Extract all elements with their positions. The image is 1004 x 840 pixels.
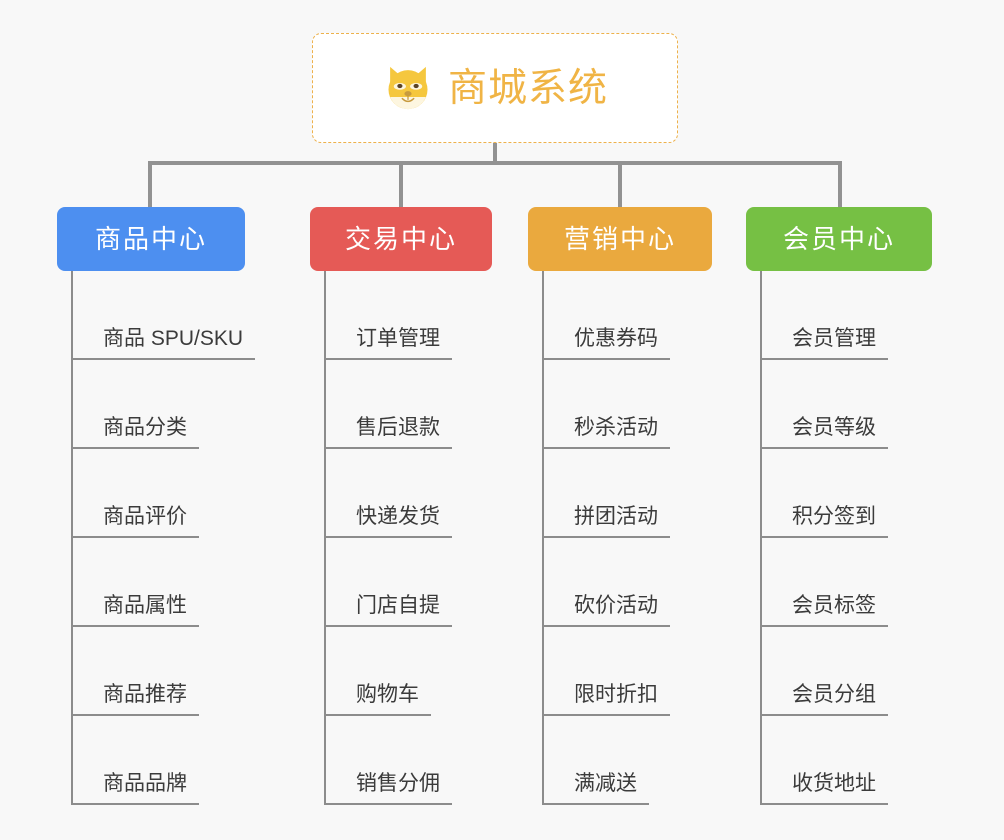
leaf-label: 收货地址 [762,772,888,805]
list-item[interactable]: 订单管理 [324,271,492,360]
list-item[interactable]: 会员等级 [760,360,932,449]
leaf-label: 砍价活动 [544,594,670,627]
leaf-list-3: 优惠券码 秒杀活动 拼团活动 砍价活动 限时折扣 满减送 [542,271,712,805]
list-item[interactable]: 收货地址 [760,716,932,805]
list-item[interactable]: 购物车 [324,627,492,716]
connector-drop-2 [399,161,403,207]
category-header-3[interactable]: 营销中心 [528,207,712,271]
leaf-label: 积分签到 [762,505,888,538]
list-item[interactable]: 会员分组 [760,627,932,716]
leaf-label: 售后退款 [326,416,452,449]
list-item[interactable]: 商品品牌 [71,716,245,805]
list-item[interactable]: 门店自提 [324,538,492,627]
list-item[interactable]: 优惠券码 [542,271,712,360]
category-header-2[interactable]: 交易中心 [310,207,492,271]
list-item[interactable]: 秒杀活动 [542,360,712,449]
list-item[interactable]: 会员标签 [760,538,932,627]
leaf-label: 销售分佣 [326,772,452,805]
branch-column-1: 商品中心 商品 SPU/SKU 商品分类 商品评价 商品属性 商品推荐 商品品牌 [57,207,256,805]
leaf-label: 快递发货 [326,505,452,538]
list-item[interactable]: 砍价活动 [542,538,712,627]
list-item[interactable]: 积分签到 [760,449,932,538]
leaf-label: 满减送 [544,772,649,805]
connector-drop-3 [618,161,622,207]
leaf-label: 商品推荐 [73,683,199,716]
leaf-spine-1 [71,271,73,805]
leaf-spine-3 [542,271,544,805]
connector-drop-1 [148,161,152,207]
connector-root-stem [493,143,497,165]
root-node[interactable]: 商城系统 [312,33,678,143]
leaf-label: 秒杀活动 [544,416,670,449]
list-item[interactable]: 商品评价 [71,449,245,538]
list-item[interactable]: 商品属性 [71,538,245,627]
leaf-label: 会员等级 [762,416,888,449]
leaf-label: 会员标签 [762,594,888,627]
leaf-spine-4 [760,271,762,805]
leaf-spine-2 [324,271,326,805]
root-title: 商城系统 [447,66,608,110]
leaf-label: 订单管理 [326,327,452,360]
leaf-label: 商品品牌 [73,772,199,805]
list-item[interactable]: 商品分类 [71,360,245,449]
list-item[interactable]: 限时折扣 [542,627,712,716]
leaf-label: 商品分类 [73,416,199,449]
connector-horizontal-bus [148,161,842,165]
list-item[interactable]: 会员管理 [760,271,932,360]
connector-drop-4 [838,161,842,207]
branch-column-2: 交易中心 订单管理 售后退款 快递发货 门店自提 购物车 销售分佣 [310,207,492,805]
list-item[interactable]: 商品 SPU/SKU [71,271,256,360]
list-item[interactable]: 销售分佣 [324,716,492,805]
leaf-label: 优惠券码 [544,327,670,360]
category-header-4[interactable]: 会员中心 [746,207,932,271]
leaf-label: 会员管理 [762,327,888,360]
leaf-label: 商品评价 [73,505,199,538]
dog-face-icon [388,66,428,110]
leaf-label: 商品属性 [73,594,199,627]
category-header-1[interactable]: 商品中心 [57,207,245,271]
leaf-list-1: 商品 SPU/SKU 商品分类 商品评价 商品属性 商品推荐 商品品牌 [71,271,256,805]
leaf-label: 限时折扣 [544,683,670,716]
list-item[interactable]: 快递发货 [324,449,492,538]
list-item[interactable]: 商品推荐 [71,627,245,716]
list-item[interactable]: 拼团活动 [542,449,712,538]
list-item[interactable]: 售后退款 [324,360,492,449]
leaf-label: 购物车 [326,683,431,716]
leaf-label: 会员分组 [762,683,888,716]
leaf-list-4: 会员管理 会员等级 积分签到 会员标签 会员分组 收货地址 [760,271,932,805]
leaf-label: 门店自提 [326,594,452,627]
leaf-label: 拼团活动 [544,505,670,538]
list-item[interactable]: 满减送 [542,716,712,805]
branch-column-4: 会员中心 会员管理 会员等级 积分签到 会员标签 会员分组 收货地址 [746,207,932,805]
leaf-label: 商品 SPU/SKU [73,327,256,360]
branch-column-3: 营销中心 优惠券码 秒杀活动 拼团活动 砍价活动 限时折扣 满减送 [528,207,712,805]
leaf-list-2: 订单管理 售后退款 快递发货 门店自提 购物车 销售分佣 [324,271,492,805]
